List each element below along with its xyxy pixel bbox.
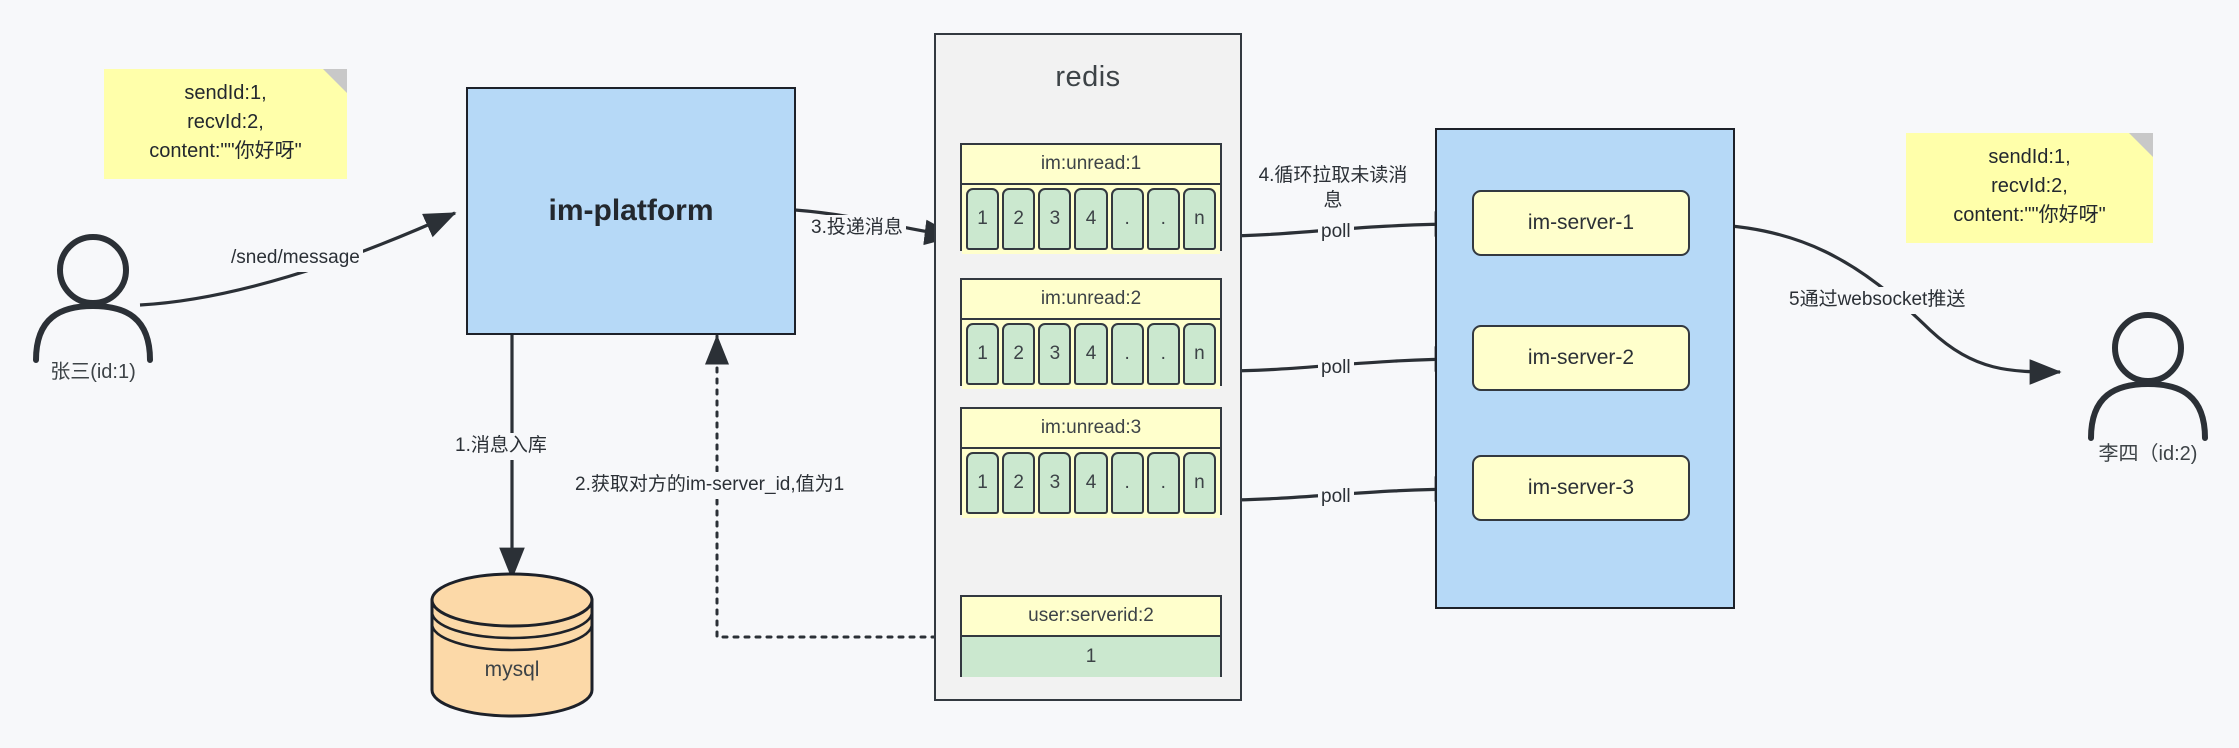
edge-label-step-4: 4.循环拉取未读消息	[1250, 163, 1416, 215]
list-cell: 4	[1074, 452, 1108, 514]
im-server-3-label: im-server-3	[1527, 476, 1635, 499]
list-cell: .	[1146, 452, 1180, 514]
receiver-label: 李四（id:2)	[2098, 443, 2198, 465]
im-platform-label: im-platform	[548, 194, 714, 227]
edge-sender-to-platform	[139, 211, 457, 307]
edge-label-poll-3: poll	[1318, 484, 1354, 511]
mysql-cylinder-icon	[430, 572, 594, 718]
list-cell: 3	[1038, 188, 1072, 250]
im-server-2-label: im-server-2	[1527, 346, 1635, 369]
note-right-line-3: content:""你好呀"	[1953, 203, 2106, 226]
receiver-avatar-icon	[2088, 312, 2208, 441]
redis-list-2-key: im:unread:2	[962, 280, 1220, 320]
sender-avatar-icon	[33, 234, 153, 363]
list-cell: 2	[1002, 188, 1036, 250]
note-left-line-1: sendId:1,	[184, 81, 267, 104]
list-cell: 3	[1038, 323, 1072, 385]
note-left-line-3: content:""你好呀"	[149, 139, 302, 162]
edge-label-step-2: 2.获取对方的im-server_id,值为1	[572, 472, 848, 499]
list-cell: n	[1182, 452, 1216, 514]
redis-list-1-cells: 1 2 3 4 . . n	[962, 185, 1220, 254]
note-right-line-2: recvId:2,	[1991, 174, 2068, 197]
note-right-message-payload: sendId:1, recvId:2, content:""你好呀"	[1906, 133, 2153, 243]
redis-list-3-key: im:unread:3	[962, 409, 1220, 449]
edge-label-step-1: 1.消息入库	[452, 433, 550, 460]
im-platform-box[interactable]: im-platform	[466, 87, 796, 335]
list-cell: .	[1110, 323, 1144, 385]
redis-list-2-cells: 1 2 3 4 . . n	[962, 320, 1220, 389]
redis-kv-value: 1	[962, 637, 1220, 677]
edge-label-step-3: 3.投递消息	[808, 215, 906, 242]
edge-label-poll-2: poll	[1318, 355, 1354, 382]
list-cell: .	[1146, 323, 1180, 385]
note-left-message-payload: sendId:1, recvId:2, content:""你好呀"	[104, 69, 347, 179]
list-cell: 1	[966, 323, 1000, 385]
list-cell: .	[1110, 452, 1144, 514]
redis-list-3-cells: 1 2 3 4 . . n	[962, 449, 1220, 518]
note-right-line-1: sendId:1,	[1988, 145, 2071, 168]
redis-list-1-key: im:unread:1	[962, 145, 1220, 185]
im-server-3-box[interactable]: im-server-3	[1472, 455, 1690, 521]
edge-server1-to-receiver	[1689, 222, 2062, 385]
list-cell: 1	[966, 452, 1000, 514]
sender-label: 张三(id:1)	[50, 361, 136, 383]
im-server-2-box[interactable]: im-server-2	[1472, 325, 1690, 391]
edge-redis-kv-to-platform	[705, 334, 960, 639]
note-fold-corner	[323, 69, 347, 93]
redis-list-im-unread-1[interactable]: im:unread:1 1 2 3 4 . . n	[960, 143, 1222, 254]
redis-list-im-unread-3[interactable]: im:unread:3 1 2 3 4 . . n	[960, 407, 1222, 518]
list-cell: 3	[1038, 452, 1072, 514]
note-fold-corner	[2129, 133, 2153, 157]
list-cell: 2	[1002, 323, 1036, 385]
list-cell: 4	[1074, 323, 1108, 385]
list-cell: 4	[1074, 188, 1108, 250]
edge-label-send-message: /sned/message	[228, 245, 363, 272]
list-cell: .	[1110, 188, 1144, 250]
redis-title: redis	[1055, 61, 1121, 93]
redis-list-im-unread-2[interactable]: im:unread:2 1 2 3 4 . . n	[960, 278, 1222, 389]
im-server-1-label: im-server-1	[1527, 211, 1635, 234]
list-cell: n	[1182, 323, 1216, 385]
list-cell: .	[1146, 188, 1180, 250]
redis-kv-key: user:serverid:2	[962, 597, 1220, 637]
list-cell: n	[1182, 188, 1216, 250]
edge-label-poll-1: poll	[1318, 219, 1354, 246]
list-cell: 1	[966, 188, 1000, 250]
list-cell: 2	[1002, 452, 1036, 514]
im-server-1-box[interactable]: im-server-1	[1472, 190, 1690, 256]
edge-label-step-5: 5通过websocket推送	[1786, 287, 1969, 314]
redis-kv-user-serverid[interactable]: user:serverid:2 1	[960, 595, 1222, 677]
note-left-line-2: recvId:2,	[187, 110, 264, 133]
mysql-label: mysql	[484, 658, 540, 681]
